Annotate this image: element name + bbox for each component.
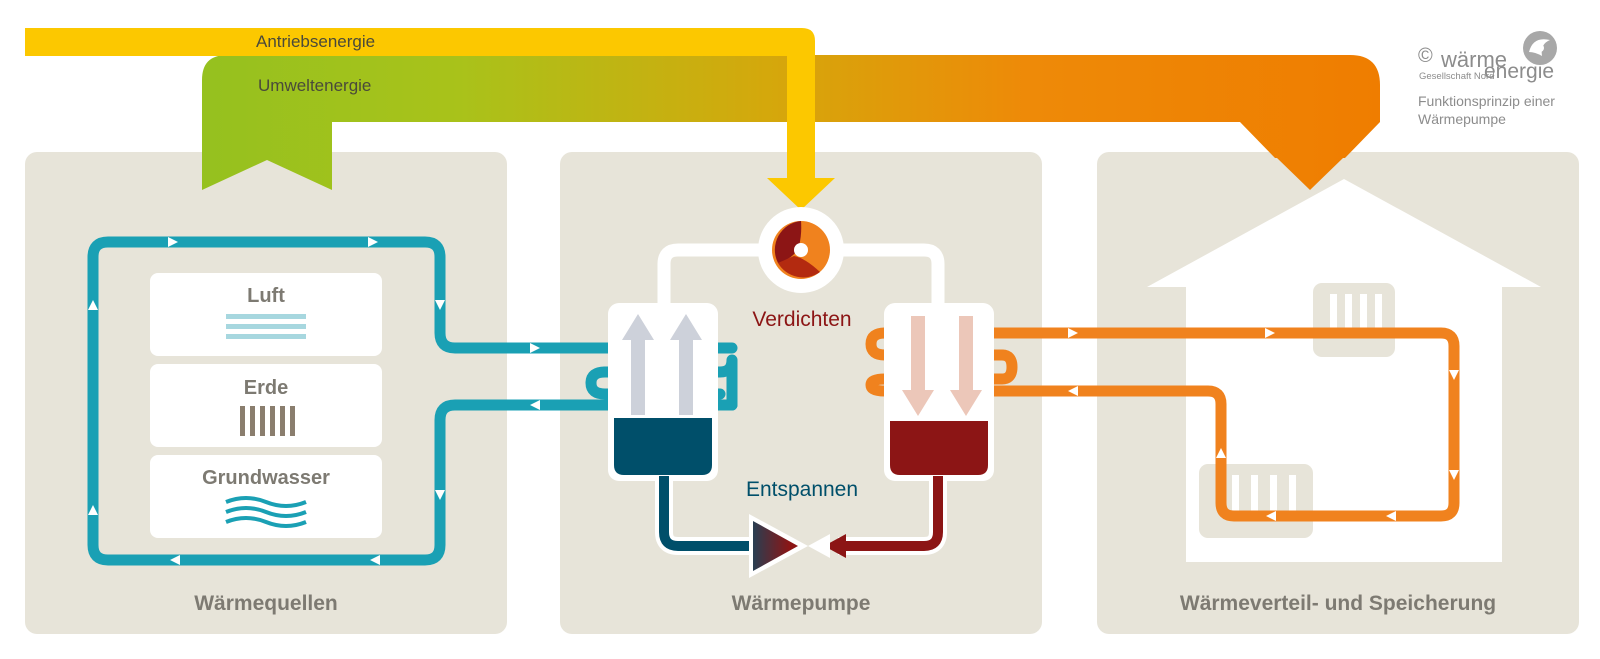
- drive-energy-arrow: [25, 28, 835, 210]
- groundwater-wave-icon: [225, 496, 307, 528]
- logo-company-name: Gesellschaft Nord: [1419, 71, 1495, 82]
- hot-pipe-arrowhead: [824, 534, 846, 558]
- logo-word-top: wärme: [1440, 47, 1507, 72]
- compress-label: Verdichten: [752, 308, 851, 331]
- diagram-subtitle-line2: Wärmepumpe: [1418, 111, 1506, 127]
- company-logo: © wärme energie Gesellschaft Nord Funkti…: [1418, 31, 1557, 127]
- source-groundwater-label: Grundwasser: [202, 467, 330, 489]
- refrigerant-hot-pipe-fill: [844, 476, 943, 551]
- source-earth-label: Erde: [244, 377, 288, 399]
- panel-title-heat-sources: Wärmequellen: [194, 592, 338, 615]
- environment-energy-label: Umweltenergie: [258, 76, 371, 95]
- source-air-label: Luft: [247, 285, 285, 307]
- radiator-upper-icon: [1313, 283, 1395, 357]
- refrigerant-cold-pipe-fill: [659, 476, 758, 551]
- condenser-falling-arrows-icon: [902, 316, 982, 416]
- logo-word-bottom: energie: [1484, 60, 1554, 83]
- expansion-valve-icon: [749, 514, 830, 578]
- source-card-air: Luft: [150, 273, 382, 356]
- compressor-icon: [758, 207, 844, 293]
- evaporator-rising-arrows-icon: [622, 314, 702, 415]
- evaporator-unit: [608, 303, 718, 481]
- source-loop-flow-arrows: [88, 237, 670, 565]
- panel-heat-pump: [560, 152, 1042, 634]
- source-loop-pipe: [87, 236, 738, 566]
- source-card-earth: Erde: [150, 364, 382, 447]
- earth-probe-icon: [240, 406, 295, 436]
- air-wind-icon: [226, 314, 306, 339]
- panel-title-heat-distribution: Wärmeverteil- und Speicherung: [1180, 592, 1496, 615]
- panel-title-heat-pump: Wärmepumpe: [732, 592, 871, 615]
- source-card-groundwater: Grundwasser: [150, 455, 382, 538]
- environment-energy-band: [202, 55, 1380, 190]
- expand-label: Entspannen: [746, 478, 858, 501]
- diagram-subtitle-line1: Funktionsprinzip einer: [1418, 93, 1555, 109]
- condenser-unit: [884, 303, 994, 481]
- heating-loop-flow-arrows: [1068, 328, 1459, 521]
- copyright-symbol: ©: [1418, 45, 1433, 67]
- drive-energy-label: Antriebsenergie: [256, 32, 375, 51]
